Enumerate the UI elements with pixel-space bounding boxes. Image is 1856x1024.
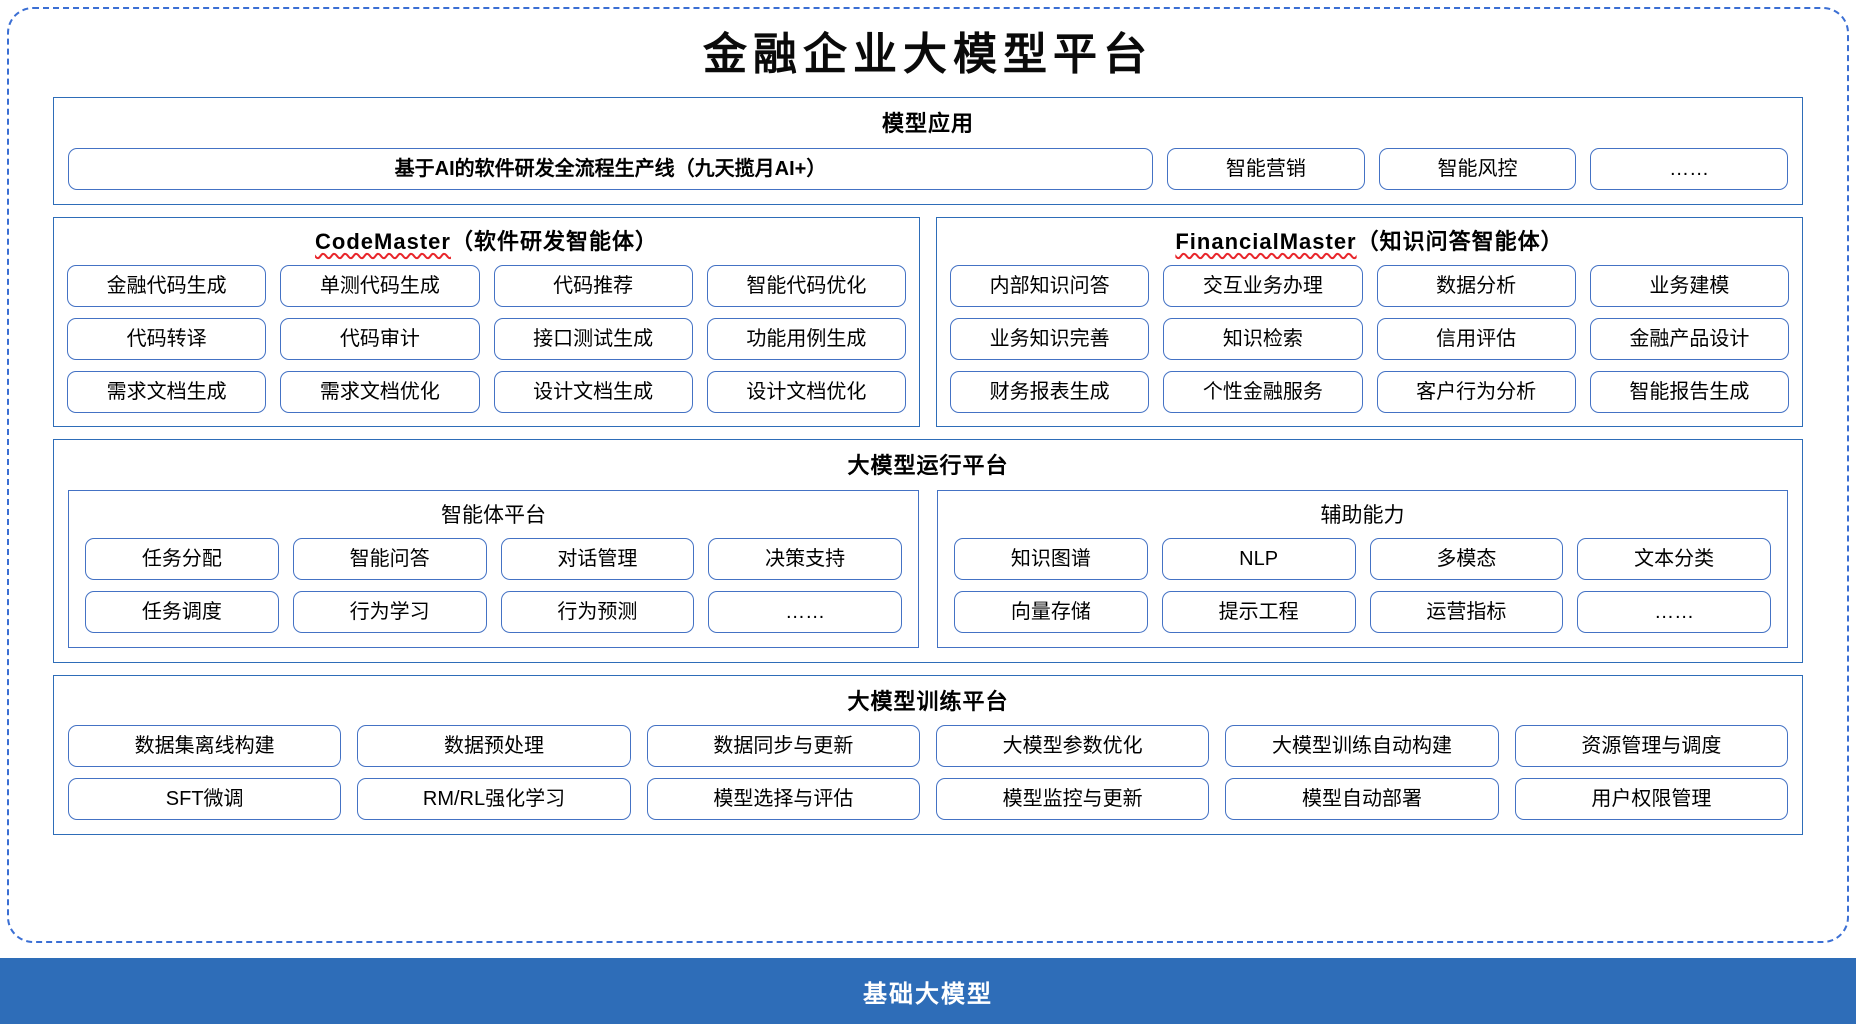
capability-item[interactable]: 信用评估 [1376,318,1576,360]
capability-item[interactable]: 金融代码生成 [67,265,267,307]
runtime-item[interactable]: 运营指标 [1369,590,1564,633]
training-item[interactable]: 大模型参数优化 [936,725,1210,767]
section-runtime-platform: 大模型运行平台 智能体平台 任务分配 智能问答 对话管理 决策支持 任务调度 行… [53,439,1803,663]
training-item[interactable]: 模型选择与评估 [646,778,920,820]
training-item[interactable]: 数据集离线构建 [68,725,342,767]
agent-suffix-financialmaster: （知识问答智能体） [1356,228,1564,254]
capability-item[interactable]: 个性金融服务 [1163,371,1363,413]
capability-item[interactable]: 财务报表生成 [950,371,1150,413]
runtime-item[interactable]: 文本分类 [1577,537,1771,580]
capability-item[interactable]: 客户行为分析 [1376,371,1576,413]
runtime-item[interactable]: 向量存储 [954,590,1148,633]
capability-item[interactable]: 需求文档生成 [67,371,267,413]
agent-panels: CodeMaster（软件研发智能体） 金融代码生成 单测代码生成 代码推荐 智… [53,216,1803,427]
diagram-outer-frame: 金融企业大模型平台 模型应用 基于AI的软件研发全流程生产线（九天揽月AI+） … [7,7,1849,943]
agent-capability-grid-financialmaster: 内部知识问答 交互业务办理 数据分析 业务建模 业务知识完善 知识检索 信用评估… [950,265,1789,413]
section-training-platform: 大模型训练平台 数据集离线构建 数据预处理 数据同步与更新 大模型参数优化 大模… [53,674,1803,835]
model-application-items: 基于AI的软件研发全流程生产线（九天揽月AI+） 智能营销 智能风控 …… [68,147,1789,190]
training-item[interactable]: RM/RL强化学习 [357,778,631,820]
capability-item[interactable]: 需求文档优化 [280,371,480,413]
agent-panel-financialmaster: FinancialMaster（知识问答智能体） 内部知识问答 交互业务办理 数… [936,216,1803,427]
runtime-item[interactable]: …… [708,590,902,633]
capability-item[interactable]: 代码转译 [67,318,267,360]
runtime-item[interactable]: 任务分配 [85,537,279,580]
runtime-item[interactable]: 行为预测 [500,590,695,633]
training-item[interactable]: 资源管理与调度 [1514,725,1788,767]
runtime-item[interactable]: NLP [1161,537,1356,580]
runtime-item[interactable]: 知识图谱 [954,537,1148,580]
capability-item[interactable]: 接口测试生成 [493,318,693,360]
capability-item[interactable]: 金融产品设计 [1589,318,1789,360]
runtime-item[interactable]: 任务调度 [85,590,279,633]
training-item[interactable]: 数据同步与更新 [646,725,920,767]
capability-item[interactable]: 智能报告生成 [1589,371,1789,413]
training-item[interactable]: 用户权限管理 [1514,778,1788,820]
app-item-more[interactable]: …… [1590,147,1789,190]
agent-suffix-codemaster: （软件研发智能体） [450,228,658,254]
footer-base-model-bar: 基础大模型 [0,958,1856,1024]
runtime-item[interactable]: 决策支持 [708,537,902,580]
subpanel-grid-agent-platform: 任务分配 智能问答 对话管理 决策支持 任务调度 行为学习 行为预测 …… [85,537,902,633]
capability-item[interactable]: 业务建模 [1589,265,1789,307]
runtime-item[interactable]: 提示工程 [1161,590,1356,633]
runtime-item[interactable]: 对话管理 [500,537,695,580]
capability-item[interactable]: 单测代码生成 [280,265,480,307]
capability-item[interactable]: 代码审计 [280,318,480,360]
capability-item[interactable]: 知识检索 [1163,318,1363,360]
section-title-training-platform: 大模型训练平台 [847,688,1009,714]
subpanel-agent-platform: 智能体平台 任务分配 智能问答 对话管理 决策支持 任务调度 行为学习 行为预测… [68,489,919,648]
app-item-smart-marketing[interactable]: 智能营销 [1167,147,1365,190]
training-item[interactable]: 模型监控与更新 [936,778,1210,820]
section-title-model-application: 模型应用 [881,111,974,136]
training-platform-grid: 数据集离线构建 数据预处理 数据同步与更新 大模型参数优化 大模型训练自动构建 … [68,725,1788,820]
page-title: 金融企业大模型平台 [703,29,1153,80]
app-item-ai-pipeline[interactable]: 基于AI的软件研发全流程生产线（九天揽月AI+） [68,147,1153,190]
agent-title-financialmaster: FinancialMaster（知识问答智能体） [950,226,1789,266]
subpanel-title-agent-platform: 智能体平台 [441,503,546,527]
footer-label: 基础大模型 [863,980,993,1008]
subpanel-grid-auxiliary-capability: 知识图谱 NLP 多模态 文本分类 向量存储 提示工程 运营指标 …… [954,537,1771,633]
agent-name-codemaster: CodeMaster [315,228,451,254]
capability-item[interactable]: 功能用例生成 [706,318,906,360]
training-item[interactable]: 模型自动部署 [1225,778,1499,820]
agent-panel-codemaster: CodeMaster（软件研发智能体） 金融代码生成 单测代码生成 代码推荐 智… [53,216,920,427]
capability-item[interactable]: 业务知识完善 [950,318,1150,360]
training-item[interactable]: SFT微调 [68,778,342,820]
agent-title-codemaster: CodeMaster（软件研发智能体） [67,226,906,266]
runtime-subpanels: 智能体平台 任务分配 智能问答 对话管理 决策支持 任务调度 行为学习 行为预测… [68,489,1788,648]
runtime-item[interactable]: 行为学习 [292,590,487,633]
training-item[interactable]: 数据预处理 [357,725,631,767]
agent-name-financialmaster: FinancialMaster [1175,228,1357,254]
capability-item[interactable]: 代码推荐 [493,265,693,307]
agent-capability-grid-codemaster: 金融代码生成 单测代码生成 代码推荐 智能代码优化 代码转译 代码审计 接口测试… [67,265,906,413]
subpanel-title-auxiliary-capability: 辅助能力 [1320,503,1405,527]
capability-item[interactable]: 内部知识问答 [950,265,1150,307]
section-title-runtime-platform: 大模型运行平台 [847,453,1009,478]
runtime-item[interactable]: 多模态 [1369,537,1564,580]
capability-item[interactable]: 设计文档优化 [706,371,906,413]
runtime-item[interactable]: …… [1577,590,1771,633]
section-model-application: 模型应用 基于AI的软件研发全流程生产线（九天揽月AI+） 智能营销 智能风控 … [53,97,1803,205]
training-item[interactable]: 大模型训练自动构建 [1225,725,1499,767]
capability-item[interactable]: 设计文档生成 [493,371,693,413]
runtime-item[interactable]: 智能问答 [292,537,487,580]
capability-item[interactable]: 智能代码优化 [706,265,906,307]
subpanel-auxiliary-capability: 辅助能力 知识图谱 NLP 多模态 文本分类 向量存储 提示工程 运营指标 …… [937,489,1788,648]
capability-item[interactable]: 交互业务办理 [1163,265,1363,307]
capability-item[interactable]: 数据分析 [1376,265,1576,307]
app-item-smart-risk-control[interactable]: 智能风控 [1378,147,1577,190]
